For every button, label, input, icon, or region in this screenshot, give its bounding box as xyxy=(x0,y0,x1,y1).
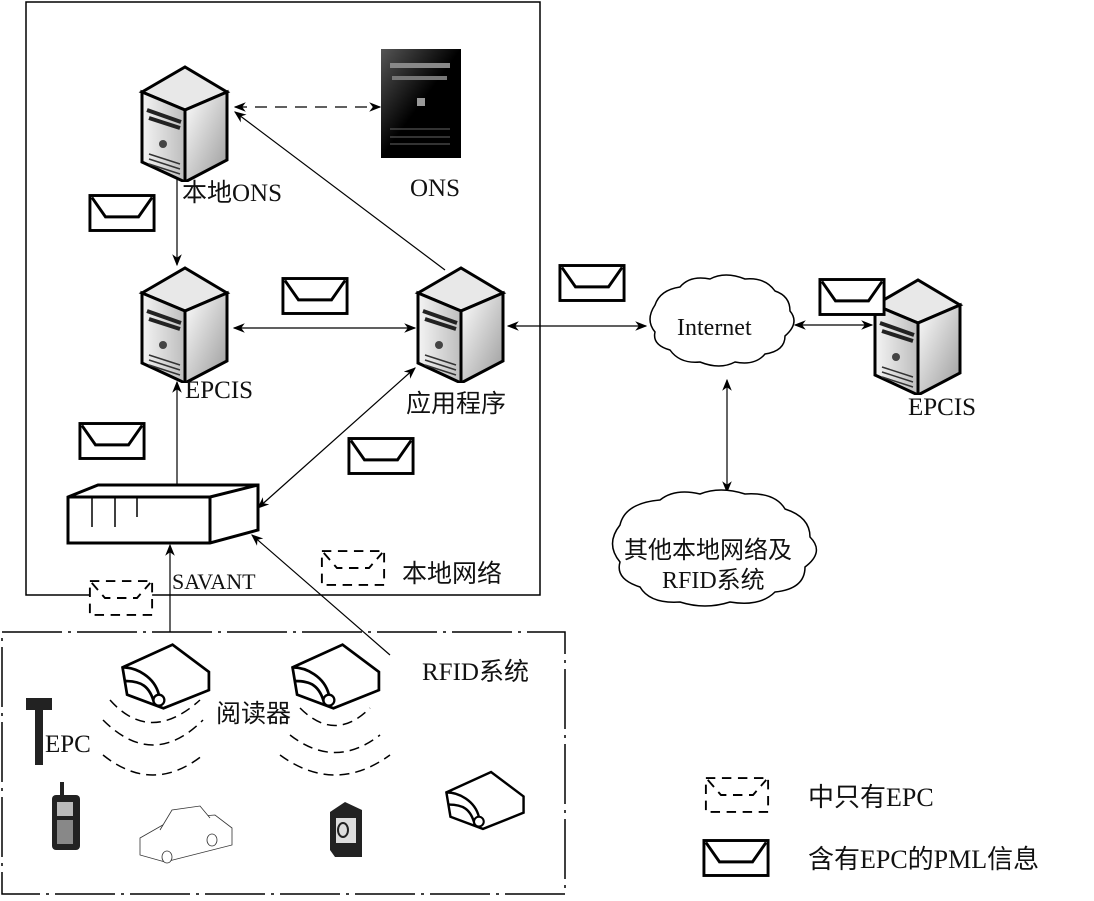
envelope-solid-icon xyxy=(78,422,146,460)
radio-waves xyxy=(102,699,391,776)
other-networks-cloud-icon xyxy=(611,489,818,607)
legend-dashed-envelope-icon xyxy=(704,777,770,813)
epc-tag-icon xyxy=(26,698,52,765)
legend: 中只有EPC 含有EPC的PML信息 xyxy=(702,777,1039,877)
local-ons-label: 本地ONS xyxy=(182,179,282,207)
envelope-dashed-icon xyxy=(88,580,154,616)
envelope-solid-icon xyxy=(558,264,626,302)
connections xyxy=(165,102,874,656)
savant-label: SAVANT xyxy=(172,569,256,594)
ons-server-icon xyxy=(381,49,461,158)
other-networks-label-line2: RFID系统 xyxy=(662,567,765,594)
internet-cloud-icon xyxy=(649,274,795,367)
epcis-local-label: EPCIS xyxy=(185,377,253,404)
ons-label: ONS xyxy=(410,175,460,202)
legend-pml-label: 含有EPC的PML信息 xyxy=(808,845,1039,874)
rfid-reader-icon xyxy=(121,643,211,710)
local-network-label: 本地网络 xyxy=(402,560,502,588)
epc-tag-label: EPC xyxy=(45,731,91,758)
legend-solid-envelope-icon xyxy=(702,839,770,877)
internet-label: Internet xyxy=(677,315,752,341)
rfid-reader-icon xyxy=(291,643,381,710)
rfid-system-label: RFID系统 xyxy=(422,658,529,686)
local-network-legend-envelope-icon xyxy=(320,550,386,586)
app-local-ons-link xyxy=(234,111,446,271)
mobile-phone-icon xyxy=(52,782,80,850)
reader2-savant-link xyxy=(251,534,391,656)
application-label: 应用程序 xyxy=(406,390,506,418)
epcis-local-server-icon xyxy=(140,266,229,383)
car-icon xyxy=(139,805,233,864)
legend-epc-only-label: 中只有EPC xyxy=(808,783,934,812)
envelope-solid-icon xyxy=(818,278,886,316)
epcis-remote-label: EPCIS xyxy=(908,394,976,421)
other-networks-label-line1: 其他本地网络及 xyxy=(624,537,792,564)
epcis-remote-server-icon xyxy=(873,278,962,395)
envelope-solid-icon xyxy=(88,194,156,232)
reader-label: 阅读器 xyxy=(216,700,291,728)
local-ons-server-icon xyxy=(140,65,229,182)
rfid-system-region xyxy=(1,631,566,895)
rfid-reader-icon xyxy=(445,770,525,831)
envelope-solid-icon xyxy=(281,277,349,315)
envelope-solid-icon xyxy=(347,437,415,475)
local-network-region xyxy=(25,1,541,596)
camera-device-icon xyxy=(330,802,362,857)
savant-box-icon xyxy=(66,483,260,545)
app-savant-link xyxy=(257,367,416,509)
application-server-icon xyxy=(416,266,505,383)
